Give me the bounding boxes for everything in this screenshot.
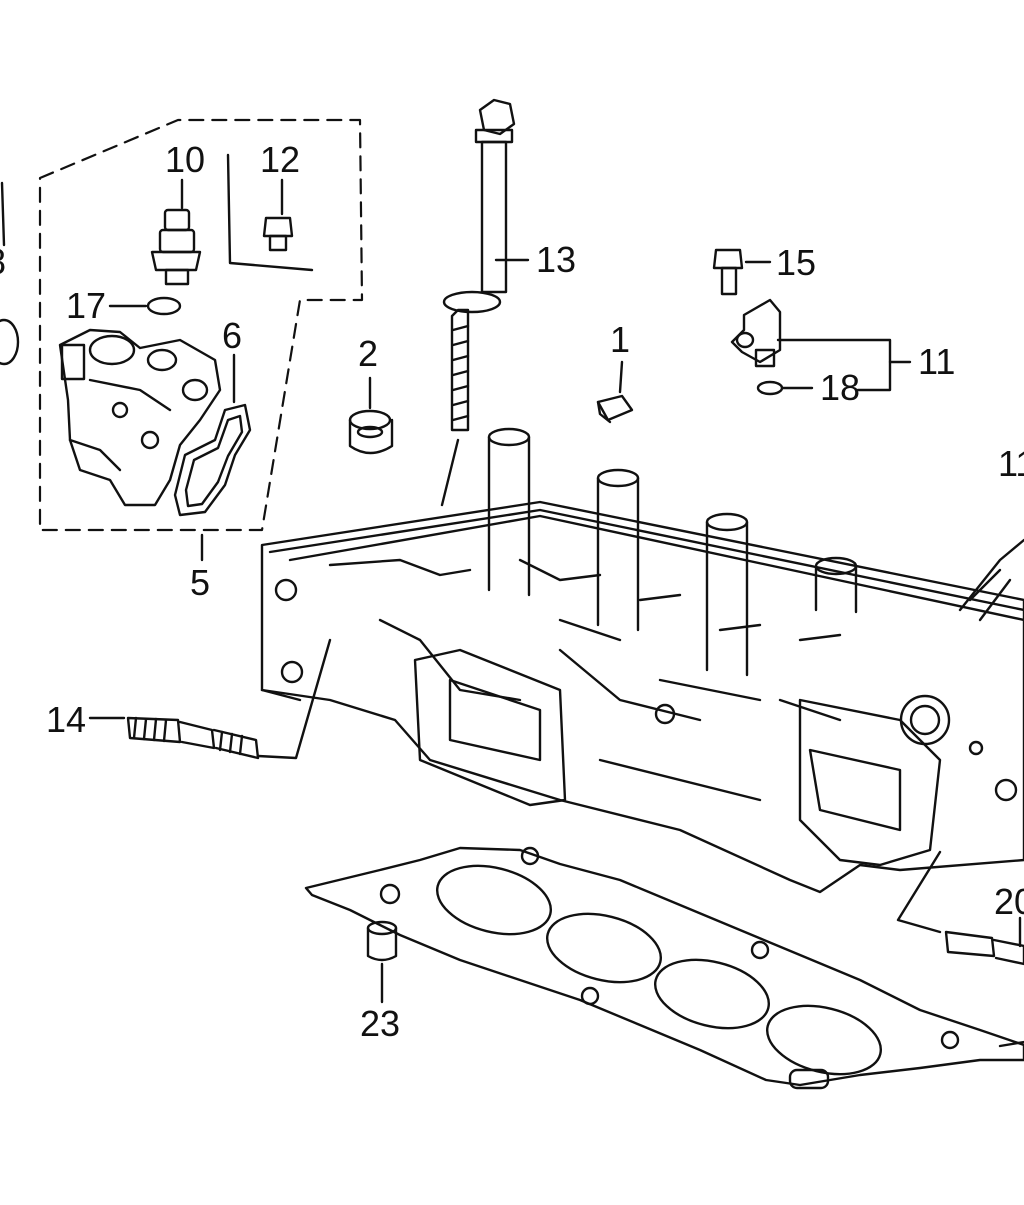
oring-8 [0, 318, 20, 366]
head-bolt-13 [442, 98, 516, 432]
dowel-1 [596, 394, 634, 424]
bolt-15 [712, 248, 744, 296]
bracket-8 [0, 181, 6, 247]
callout-8: 8 [0, 244, 6, 280]
stud-14 [126, 716, 260, 760]
callout-11: 11 [918, 341, 956, 382]
callout-12: 12 [260, 139, 301, 180]
callout-6: 6 [222, 315, 243, 356]
callout-1: 1 [610, 319, 631, 360]
callout-11-right: 11 [998, 443, 1024, 484]
callout-17: 17 [66, 285, 107, 326]
gasket-6 [173, 403, 252, 517]
callout-10: 10 [165, 139, 206, 180]
callout-13: 13 [536, 239, 577, 280]
bracket-12 [226, 153, 314, 272]
callout-2: 2 [358, 333, 379, 374]
callout-15: 15 [776, 242, 817, 283]
bolt-12 [262, 216, 294, 252]
seal-2 [348, 409, 394, 455]
head-gasket [304, 846, 1024, 1090]
oring-18 [756, 380, 784, 396]
stud-20 [944, 930, 1024, 966]
callout-14: 14 [46, 699, 87, 740]
callout-20: 20 [994, 881, 1024, 922]
washer-17 [146, 296, 182, 316]
dowel-23 [366, 920, 398, 962]
pressure-switch-10 [150, 208, 202, 286]
callout-23: 23 [360, 1003, 401, 1044]
spool-valve-body [58, 328, 222, 507]
callout-18: 18 [820, 367, 861, 408]
sensor-11 [730, 298, 782, 368]
subassembly-boundary [38, 118, 364, 532]
spark-tubes [487, 427, 858, 677]
callout-5: 5 [190, 562, 211, 603]
cylinder-head [260, 427, 1024, 894]
